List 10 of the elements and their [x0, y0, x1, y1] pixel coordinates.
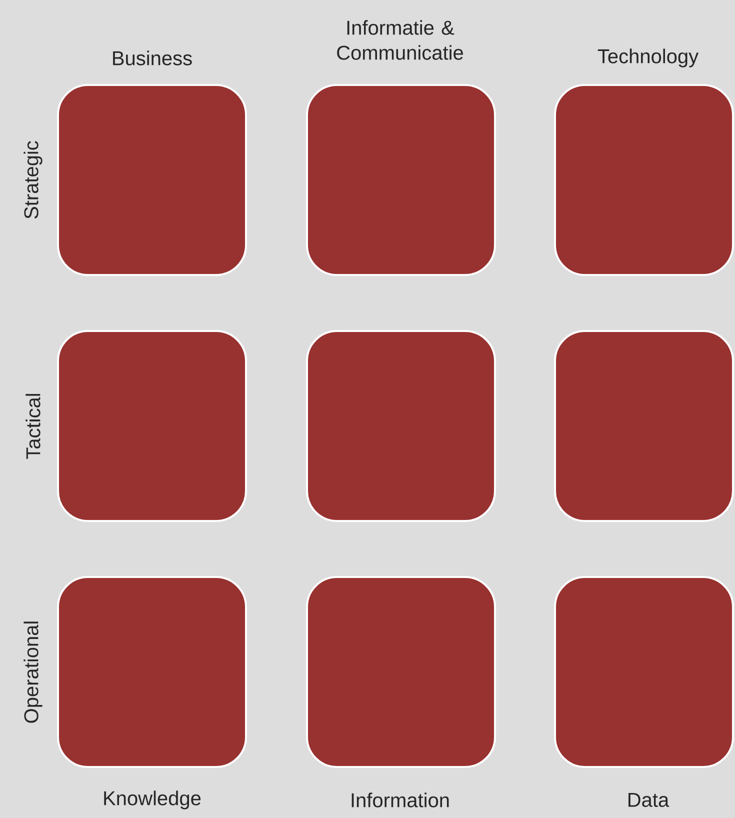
rounded-square — [57, 330, 247, 522]
rounded-square — [554, 576, 734, 768]
rounded-square — [57, 576, 247, 768]
rounded-square — [57, 84, 247, 276]
column-footer: Knowledge — [104, 790, 201, 810]
rounded-square — [554, 330, 734, 522]
rounded-square — [306, 576, 496, 768]
rounded-square — [306, 330, 496, 522]
rounded-square — [306, 84, 496, 276]
rounded-square — [554, 84, 734, 276]
